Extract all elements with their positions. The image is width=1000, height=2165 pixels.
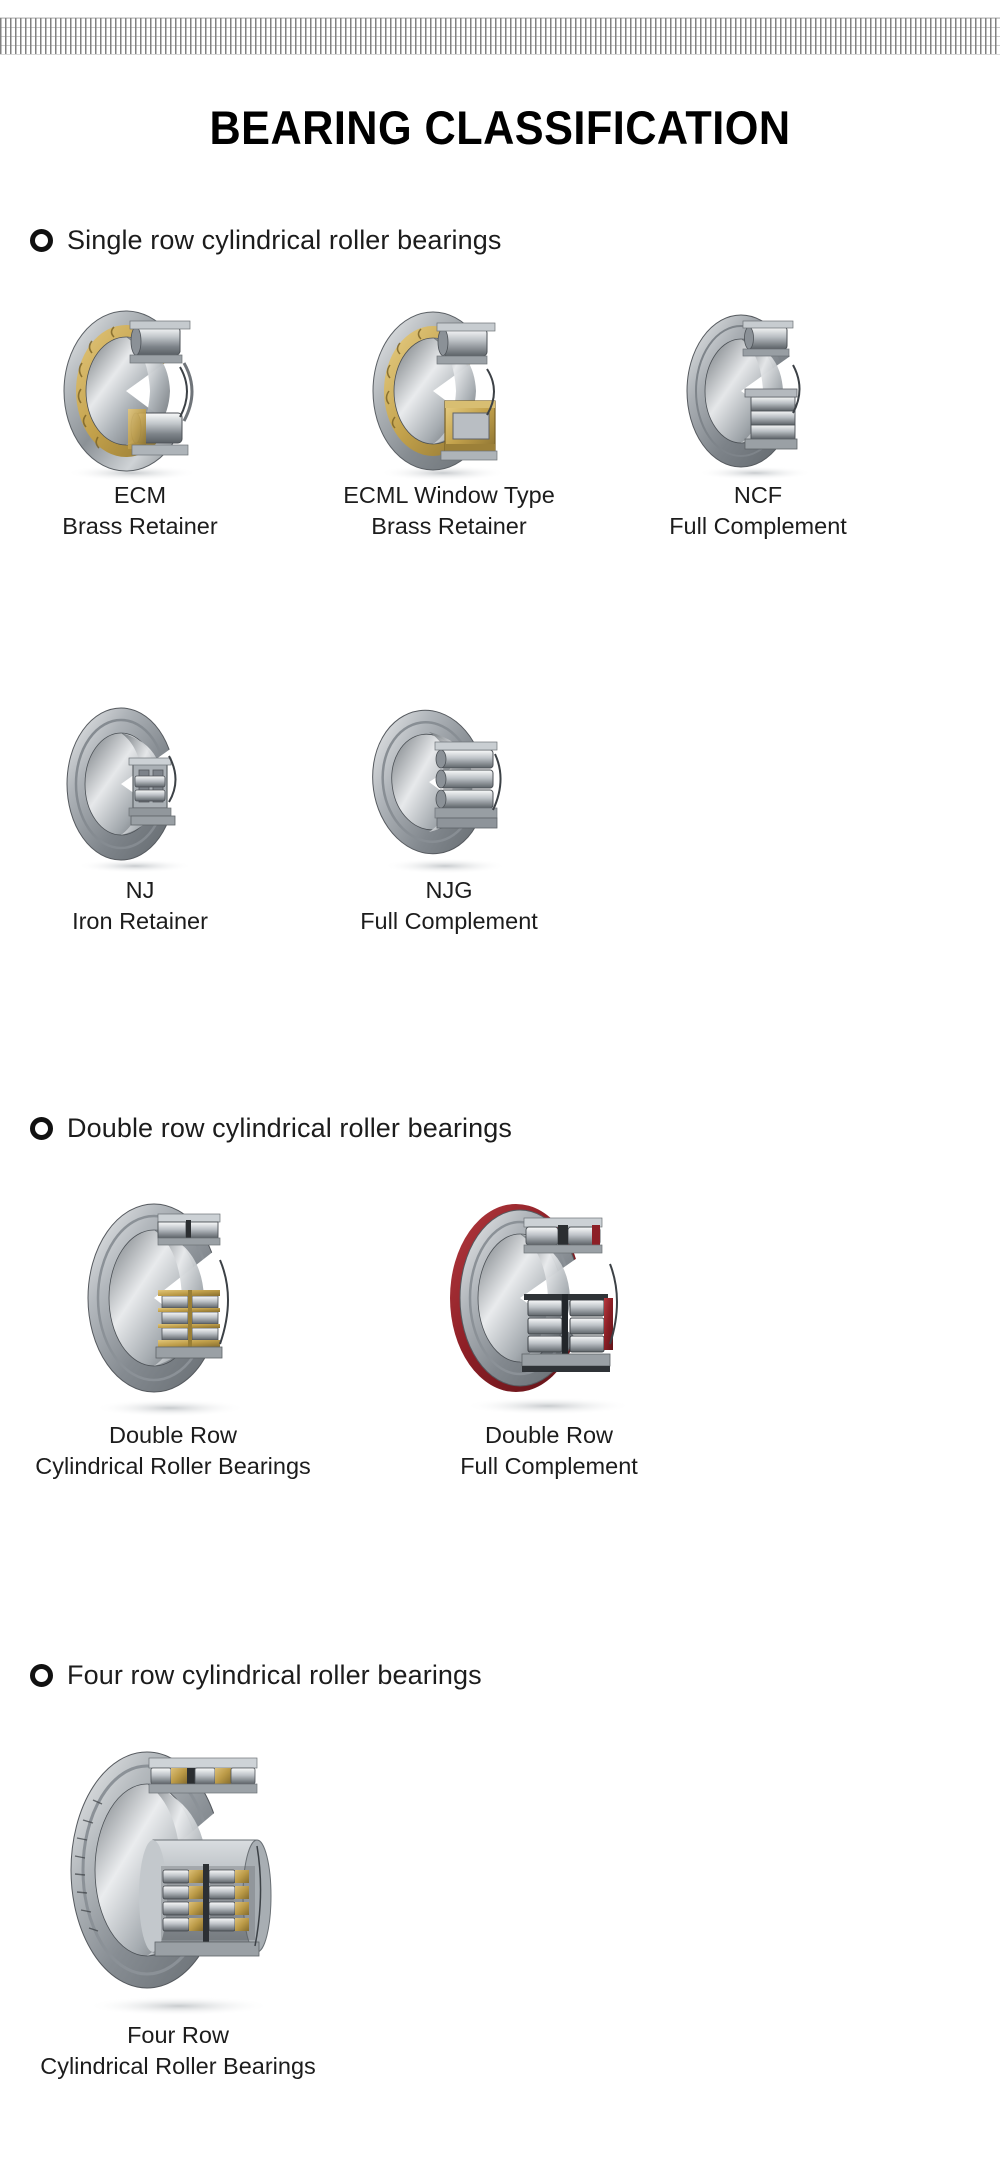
roller-lower — [128, 409, 189, 456]
item-double-row-full[interactable]: Double Row Full Complement — [424, 1190, 674, 1482]
caption-line-1: Double Row — [109, 1422, 238, 1448]
caption-line-2: Full Complement — [360, 908, 538, 934]
caption-line-1: NJG — [425, 877, 473, 903]
caption-line-2: Iron Retainer — [72, 908, 208, 934]
caption-line-1: Double Row — [484, 1422, 613, 1448]
window-cage-brass — [444, 400, 496, 452]
item-ecm[interactable]: ECM Brass Retainer — [40, 305, 240, 542]
caption-line-2: Full Complement — [460, 1453, 638, 1479]
caption-line-1: NJ — [125, 877, 155, 903]
section-label: Single row cylindrical roller bearings — [67, 225, 502, 255]
bearing-ecm-image — [63, 310, 202, 480]
bearing-ecml-image — [372, 311, 509, 480]
bearing-double-row-full-image — [450, 1204, 632, 1415]
top-four-rows — [148, 1757, 258, 1794]
caption-line-1: ECML Window Type — [343, 482, 555, 508]
item-grid-four-row: Four Row Cylindrical Roller Bearings — [40, 1730, 968, 2082]
bearing-four-row-image — [70, 1751, 272, 2016]
item-grid-double-row: Double Row Cylindrical Roller Bearings — [35, 1190, 968, 1482]
caption-line-1: NCF — [733, 482, 783, 508]
item-caption: ECM Brass Retainer — [62, 480, 217, 542]
roller-top — [129, 320, 191, 364]
item-grid-single-row-b: NJ Iron Retainer — [40, 700, 960, 937]
item-caption: Double Row Full Complement — [460, 1420, 638, 1482]
header-rule-bottom — [0, 54, 1000, 55]
caption-line-1: ECM — [113, 482, 167, 508]
top-section — [523, 1217, 603, 1254]
item-njg[interactable]: NJG Full Complement — [344, 700, 554, 937]
caption-line-2: Brass Retainer — [62, 513, 218, 539]
caption-line-2: Cylindrical Roller Bearings — [35, 1453, 311, 1479]
four-row-roller-block — [161, 1864, 255, 1942]
item-grid-single-row-a: ECM Brass Retainer — [40, 305, 960, 542]
item-caption: NJ Iron Retainer — [72, 875, 208, 937]
roller-stack-full-complement — [744, 388, 798, 450]
item-caption: NCF Full Complement — [669, 480, 847, 542]
roller-bank-full-complement — [434, 741, 498, 819]
item-caption: NJG Full Complement — [360, 875, 538, 937]
section-label: Double row cylindrical roller bearings — [67, 1113, 512, 1143]
item-ecml[interactable]: ECML Window Type Brass Retainer — [343, 305, 555, 542]
rollers — [134, 775, 166, 802]
bearing-ncf-image — [686, 314, 814, 480]
bearing-nj-image — [66, 707, 194, 873]
page-title: BEARING CLASSIFICATION — [209, 101, 791, 154]
ring-bullet-icon — [30, 1117, 53, 1140]
section-heading-double-row: Double row cylindrical roller bearings — [30, 1113, 512, 1144]
bearing-njg-image — [372, 709, 507, 874]
caption-line-1: Four Row — [127, 2022, 229, 2048]
item-double-row[interactable]: Double Row Cylindrical Roller Bearings — [35, 1190, 311, 1482]
ring-bullet-icon — [30, 229, 53, 252]
bearing-double-row-image — [87, 1203, 246, 1417]
caption-line-2: Full Complement — [669, 513, 847, 539]
roller-top — [436, 322, 496, 365]
roller-bank-right — [566, 1294, 608, 1353]
header-dotted-band — [0, 18, 1000, 54]
item-caption: ECML Window Type Brass Retainer — [343, 480, 555, 542]
section-label: Four row cylindrical roller bearings — [67, 1660, 482, 1690]
roller-top — [742, 320, 794, 357]
roller-bank-left — [524, 1294, 566, 1353]
section-heading-single-row: Single row cylindrical roller bearings — [30, 225, 501, 256]
caption-line-2: Cylindrical Roller Bearings — [40, 2053, 316, 2079]
caption-line-2: Brass Retainer — [371, 513, 527, 539]
ring-bullet-icon — [30, 1664, 53, 1687]
double-roller-rows — [158, 1290, 220, 1347]
item-ncf[interactable]: NCF Full Complement — [658, 305, 858, 542]
item-caption: Four Row Cylindrical Roller Bearings — [40, 2020, 316, 2082]
item-four-row[interactable]: Four Row Cylindrical Roller Bearings — [40, 1730, 316, 2082]
top-row-detail — [157, 1213, 221, 1246]
item-nj[interactable]: NJ Iron Retainer — [40, 700, 240, 937]
header-rule-top — [0, 17, 1000, 18]
item-caption: Double Row Cylindrical Roller Bearings — [35, 1420, 311, 1482]
section-heading-four-row: Four row cylindrical roller bearings — [30, 1660, 482, 1691]
